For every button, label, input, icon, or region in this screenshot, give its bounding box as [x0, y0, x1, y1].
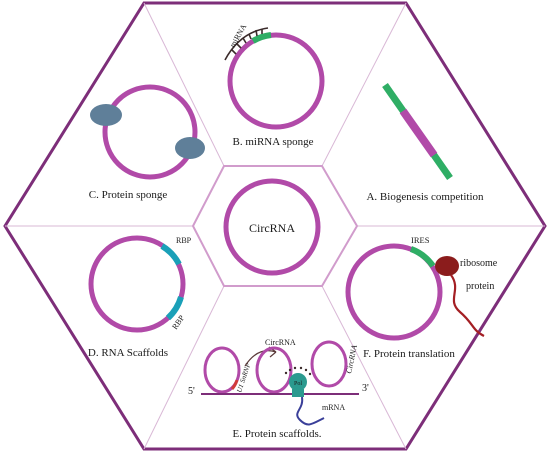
panel-d-circle: [88, 235, 186, 333]
panel-f-caption: F. Protein translation: [363, 348, 455, 360]
panel-c-protein-sponge: C. Protein sponge: [89, 84, 205, 201]
panel-c-circle: [102, 84, 198, 180]
pol-label: Pol: [294, 381, 302, 387]
panel-e-circle-right: [310, 340, 348, 388]
mrna-label: mRNA: [322, 403, 345, 412]
ires-segment: [409, 246, 436, 268]
panel-e-caption: E. Protein scaffolds.: [232, 428, 321, 440]
mirna-strand: [224, 27, 269, 61]
ires-label: IRES: [411, 235, 430, 245]
ribosome-label: ribosome: [460, 258, 498, 269]
ribosome-icon: [435, 256, 459, 276]
snrnp-segment: [230, 379, 239, 391]
rbp-segment-top: [160, 243, 182, 266]
panel-c-caption: C. Protein sponge: [89, 189, 168, 201]
panel-d-rna-scaffolds: RBP RBP D. RNA Scaffolds: [88, 235, 192, 359]
panel-a-biogenesis: A. Biogenesis competition: [366, 82, 484, 203]
five-prime-label: 5': [188, 386, 195, 397]
rbp-segment-bottom: [165, 296, 184, 321]
circrna-label-left: CircRNA: [265, 338, 296, 347]
panel-f-circle: [345, 243, 443, 341]
protein-chain: [450, 274, 485, 337]
panel-b-circle: [227, 32, 325, 130]
panel-e-circle-left: [203, 346, 241, 394]
panel-e-protein-scaffolds: U1 SnRNP CircRNA CircRNA 5' 3' Pol mRNA …: [188, 338, 369, 440]
panel-f-protein-translation: IRES ribosome protein F. Protein transla…: [345, 235, 498, 360]
protein-label: protein: [466, 281, 494, 292]
transition-arrow: [244, 350, 277, 367]
panel-b-mirna-sponge: miRNA B. miRNA sponge: [224, 22, 325, 148]
panel-dividers: [5, 2, 545, 450]
mrna-strand: [296, 396, 325, 426]
center-label: CircRNA: [249, 221, 295, 235]
panel-d-caption: D. RNA Scaffolds: [88, 347, 168, 359]
pol-binding-dots: [284, 366, 312, 376]
protein-blob-top: [90, 104, 122, 126]
protein-blob-bottom: [175, 137, 205, 159]
center-circrna-circle: [223, 178, 321, 276]
panel-b-caption: B. miRNA sponge: [233, 136, 314, 148]
rbp-label-top: RBP: [176, 236, 192, 245]
panel-a-magenta-bar: [399, 108, 438, 158]
pol-complex-icon: [289, 373, 307, 391]
panel-a-caption: A. Biogenesis competition: [366, 191, 484, 203]
panel-b-green-segment: [251, 32, 272, 44]
pol-complex-base: [292, 389, 304, 397]
three-prime-label: 3': [362, 383, 369, 394]
